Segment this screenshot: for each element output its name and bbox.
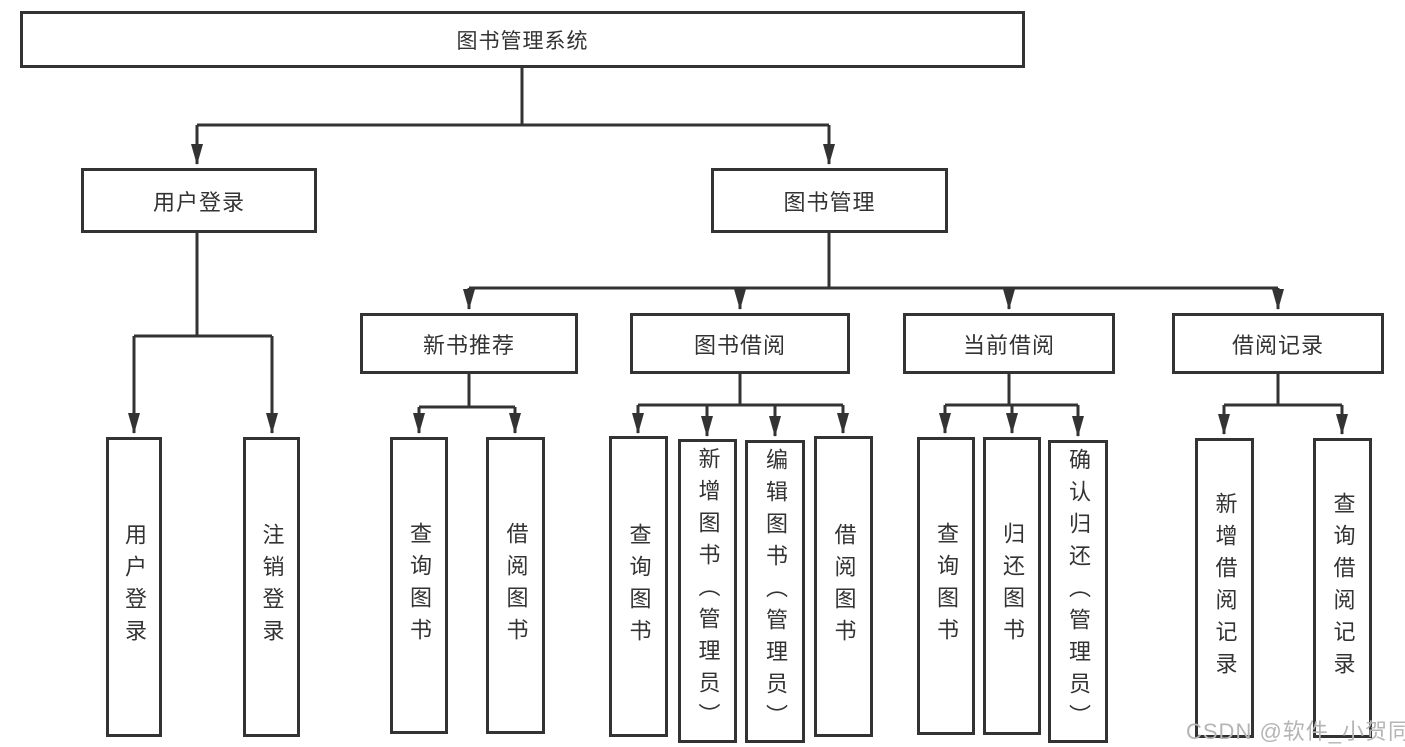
leaf-borrow-add-books-admin-label: 新增图书（管理员） <box>695 447 721 735</box>
node-root: 图书管理系统 <box>20 11 1025 68</box>
leaf-borrow-edit-books-admin-label: 编辑图书（管理员） <box>763 447 788 736</box>
leaf-recommend-query-books-label: 查询图书 <box>407 521 432 650</box>
node-book-management-label: 图书管理 <box>783 189 876 215</box>
node-book-borrow-label: 图书借阅 <box>693 332 786 358</box>
node-new-book-recommend-label: 新书推荐 <box>422 332 515 358</box>
leaf-current-query-books-label: 查询图书 <box>934 522 959 650</box>
leaf-current-return-books-label: 归还图书 <box>1000 522 1025 650</box>
leaf-user-login: 用户登录 <box>106 437 162 737</box>
leaf-logout: 注销登录 <box>243 437 300 737</box>
csdn-watermark: CSDN @软件_小贺同学 <box>1186 719 1405 744</box>
leaf-records-query-record-label: 查询借阅记录 <box>1330 492 1356 684</box>
leaf-borrow-query-books: 查询图书 <box>609 436 668 737</box>
leaf-borrow-borrow-books-label: 借阅图书 <box>831 522 857 651</box>
connector-recommend-rail <box>419 374 515 409</box>
leaf-current-query-books: 查询图书 <box>917 437 975 735</box>
leaf-records-add-record: 新增借阅记录 <box>1195 438 1254 738</box>
connector-mgmt-rail <box>469 233 1278 290</box>
leaf-current-confirm-return-admin: 确认归还（管理员） <box>1048 440 1108 743</box>
leaf-current-return-books: 归还图书 <box>983 437 1041 735</box>
connector-borrow-rail <box>638 374 843 407</box>
leaf-recommend-borrow-books: 借阅图书 <box>486 437 545 734</box>
node-borrow-records-label: 借阅记录 <box>1231 332 1324 358</box>
leaf-records-query-record: 查询借阅记录 <box>1313 438 1372 738</box>
connector-root-rail <box>197 68 829 127</box>
connector-records-rail <box>1224 374 1342 407</box>
node-new-book-recommend: 新书推荐 <box>360 313 578 374</box>
leaf-recommend-borrow-books-label: 借阅图书 <box>503 521 529 650</box>
leaf-logout-label: 注销登录 <box>259 523 285 651</box>
node-book-borrow: 图书借阅 <box>630 313 850 374</box>
connector-login-rail <box>134 233 272 338</box>
leaf-user-login-label: 用户登录 <box>122 523 147 651</box>
node-user-login: 用户登录 <box>81 168 317 233</box>
leaf-borrow-borrow-books: 借阅图书 <box>814 436 873 737</box>
node-current-borrow-label: 当前借阅 <box>962 332 1055 358</box>
leaf-current-confirm-return-admin-label: 确认归还（管理员） <box>1066 447 1091 736</box>
leaf-borrow-edit-books-admin: 编辑图书（管理员） <box>745 440 805 743</box>
leaf-recommend-query-books: 查询图书 <box>390 437 448 734</box>
node-borrow-records: 借阅记录 <box>1172 313 1384 374</box>
node-current-borrow: 当前借阅 <box>903 313 1115 374</box>
node-root-label: 图书管理系统 <box>456 29 589 53</box>
leaf-borrow-add-books-admin: 新增图书（管理员） <box>678 439 737 743</box>
leaf-records-add-record-label: 新增借阅记录 <box>1212 492 1238 684</box>
node-user-login-label: 用户登录 <box>152 189 245 215</box>
connector-current-rail <box>945 374 1078 407</box>
node-book-management: 图书管理 <box>711 168 948 233</box>
leaf-borrow-query-books-label: 查询图书 <box>626 522 652 651</box>
